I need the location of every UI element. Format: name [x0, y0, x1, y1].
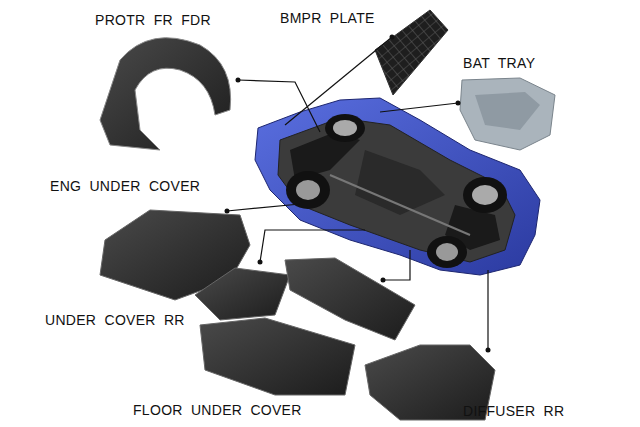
- floor-under-cover: [200, 318, 355, 395]
- battery-tray: [460, 78, 555, 150]
- under-cover-rr: [195, 268, 290, 320]
- part-name: BAT TRAY: [463, 55, 535, 71]
- part-name: UNDER COVER RR: [45, 312, 185, 328]
- floor-cover-upper: [285, 258, 415, 340]
- part-name: PROTR FR FDR: [95, 12, 211, 28]
- part-name: DIFFUSER RR: [463, 403, 564, 419]
- part-name: BMPR PLATE: [280, 10, 375, 26]
- part-name: FLOOR UNDER COVER: [133, 402, 302, 418]
- leader-lines: [227, 37, 488, 350]
- leader-dots: [225, 35, 491, 353]
- fender-liner: [100, 38, 231, 150]
- bumper-plate: [375, 10, 448, 95]
- part-name: ENG UNDER COVER: [50, 178, 200, 194]
